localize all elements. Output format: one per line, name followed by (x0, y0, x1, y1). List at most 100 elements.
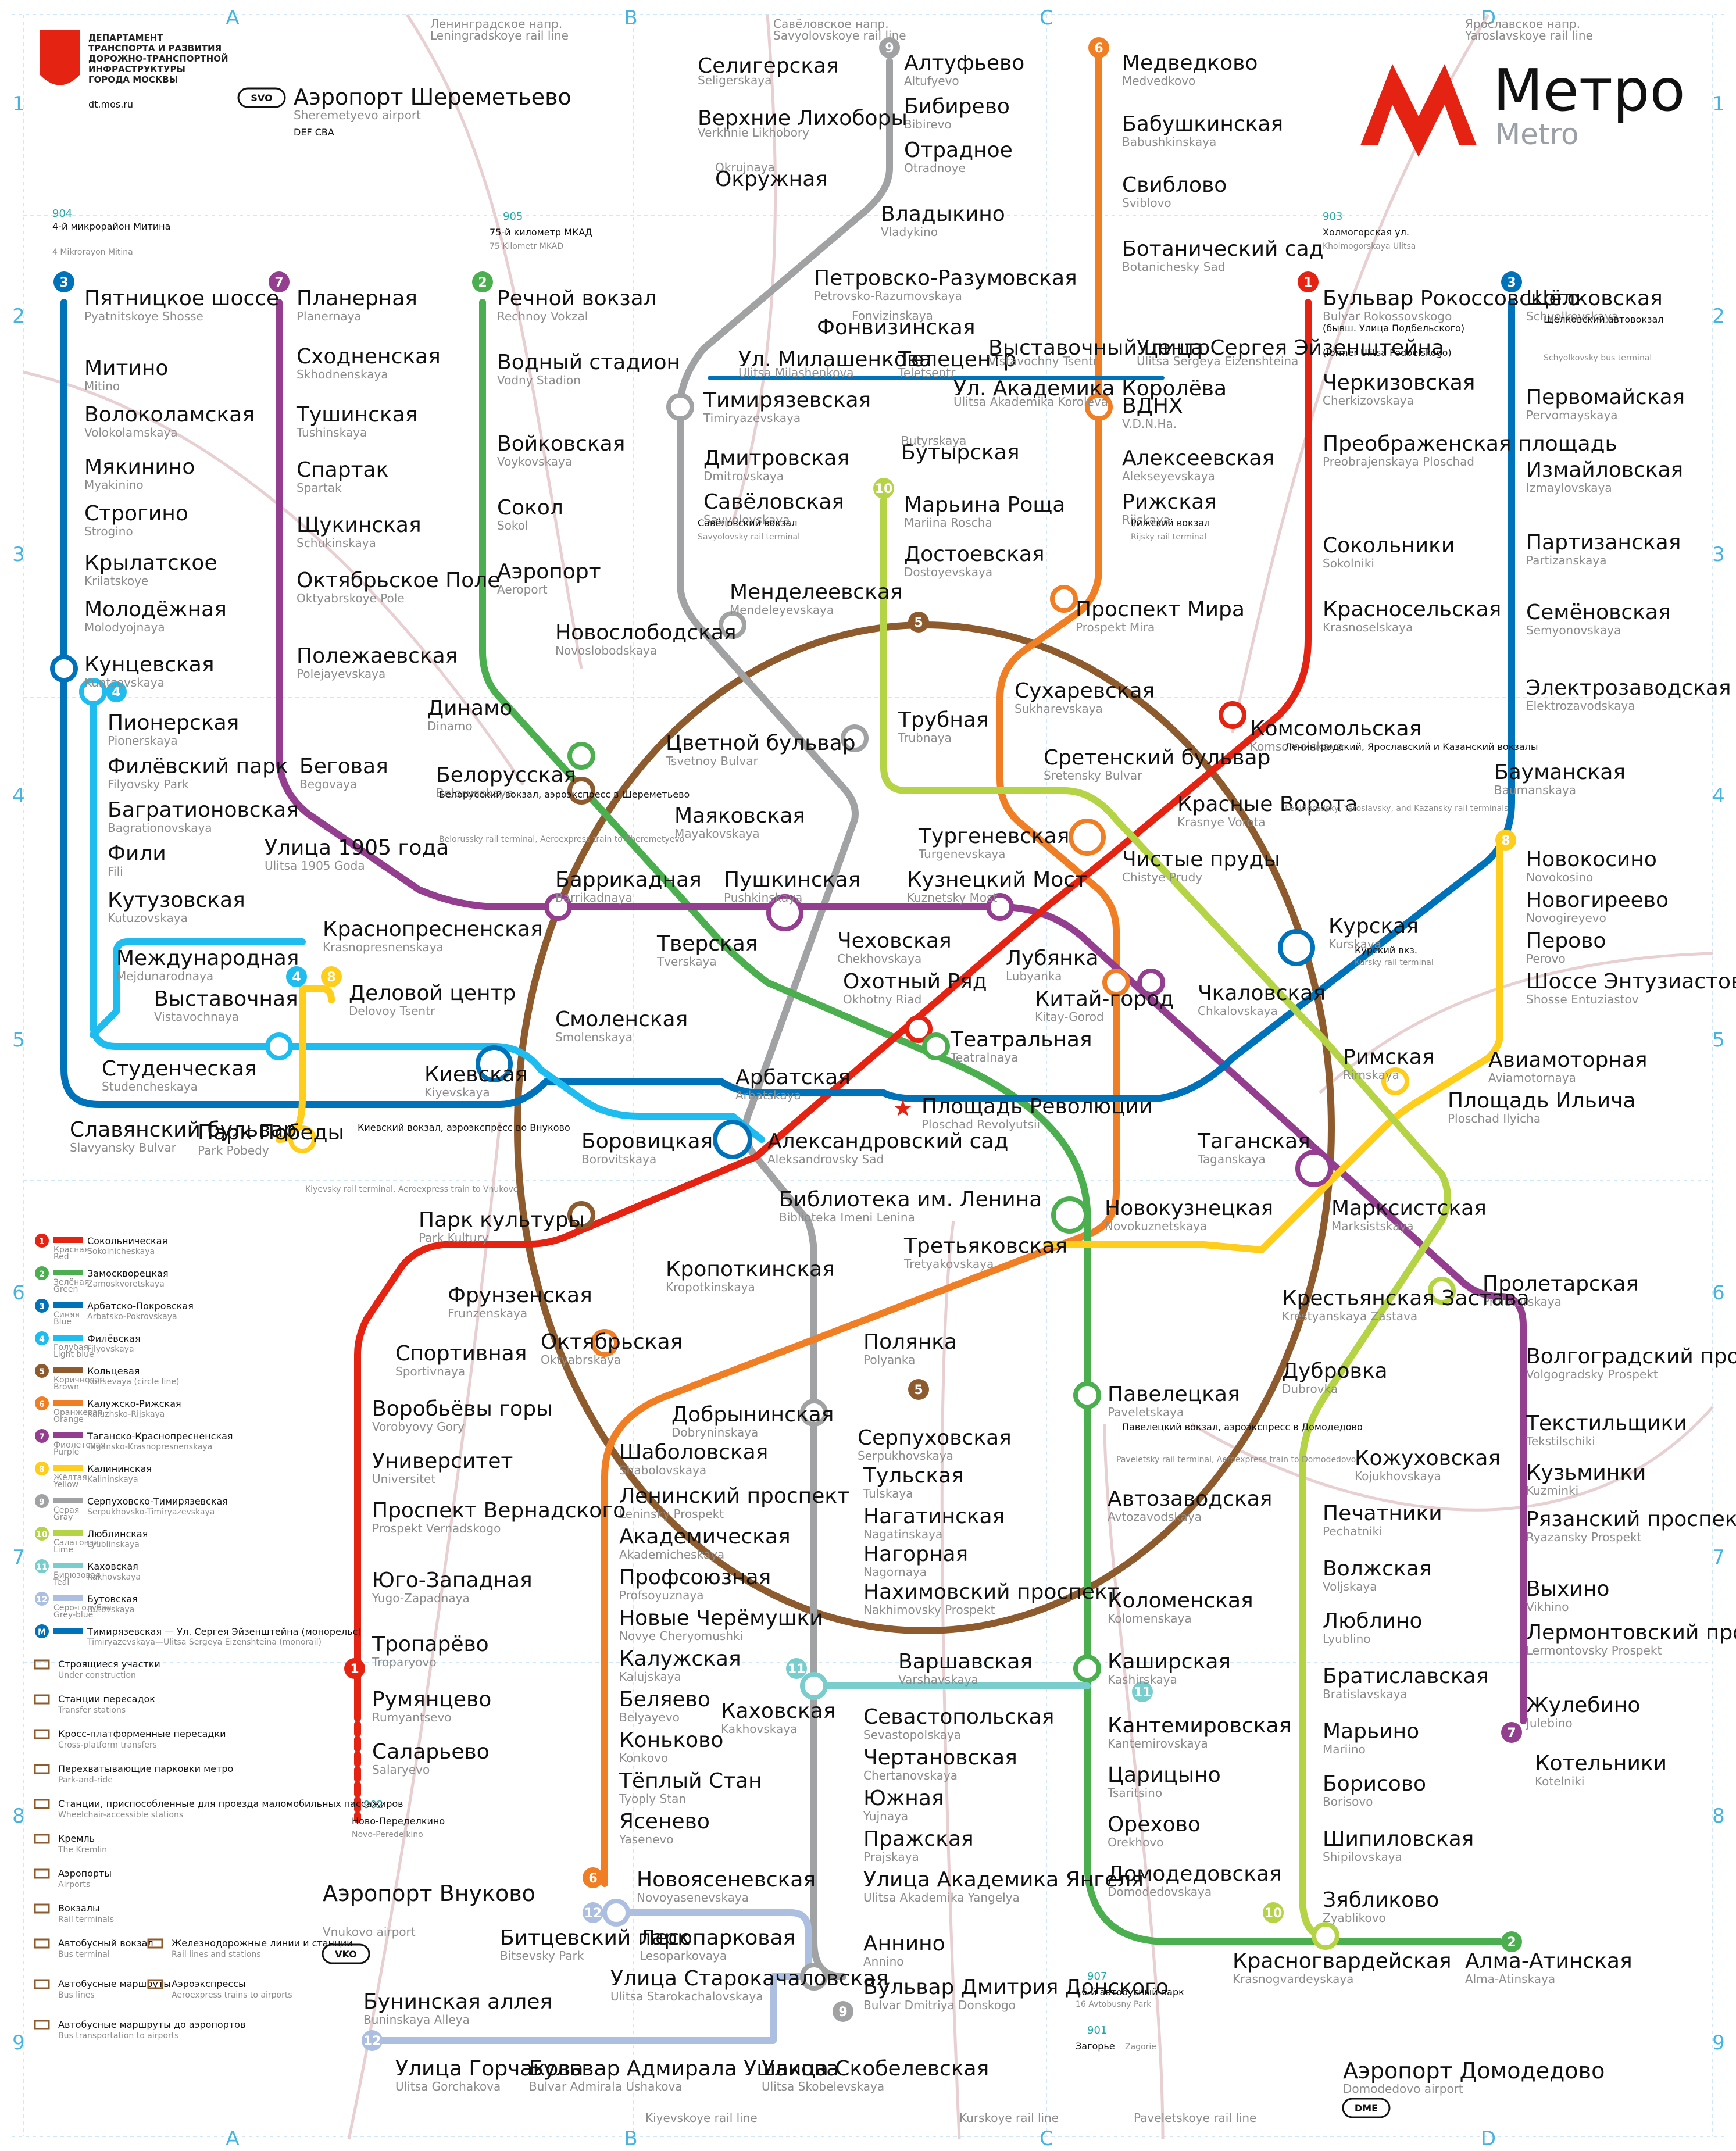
station-label: Битцевский парк (500, 1926, 690, 1950)
station-label: Борисово (1323, 1772, 1426, 1796)
bus-stop-tr: 75 Kilometr MKAD (490, 242, 563, 251)
station-label: Павелецкая (1108, 1382, 1240, 1406)
station-label-tr: Park Pobedy (198, 1144, 269, 1157)
station-label: Алма-Атинская (1465, 1949, 1633, 1973)
star-icon (34, 1834, 50, 1844)
parking-icon (34, 1764, 50, 1774)
station-label: Бульвар Рокоссовского (1323, 287, 1580, 310)
legend-line-swatch (53, 1367, 83, 1373)
legend-item-tr: Rail terminals (58, 1915, 114, 1924)
legend-item-tr: Under construction (58, 1671, 136, 1680)
terminal-note-tr: Paveletsky rail terminal, Aeroexpress tr… (1116, 1455, 1356, 1464)
station-label: Тимирязевская (703, 388, 871, 412)
kremlin-star-icon: ★ (892, 1095, 913, 1122)
legend-color-en: Brown (53, 1382, 79, 1392)
airport-svo-label: Аэропорт Шереметьево (294, 84, 571, 110)
station-label-tr: Ploschad Ilyicha (1448, 1112, 1541, 1125)
svg-text:10: 10 (1265, 1906, 1283, 1921)
station-label-tr: Slavyansky Bulvar (70, 1141, 177, 1155)
station-label-tr: Nagornaya (863, 1565, 927, 1579)
station-label: Тушинская (296, 403, 417, 427)
terminal-note: Щёлковский автовокзал (1544, 314, 1664, 325)
legend-line-num: 12 (36, 1595, 47, 1605)
grid-labels: A B C D A B C D 1 2 3 4 5 6 7 8 9 1 2 3 … (12, 6, 1725, 2150)
station-label-tr: Orekhovo (1108, 1835, 1163, 1849)
station-label: Калужская (619, 1647, 741, 1671)
station-label: Молодёжная (84, 598, 227, 621)
badge-4 (106, 681, 127, 702)
legend-line-num: 3 (39, 1302, 45, 1312)
bus-terminal-icon (34, 1938, 50, 1949)
station-label-tr: Aleksandrovsky Sad (767, 1152, 884, 1166)
station-label: Спортивная (395, 1342, 527, 1366)
legend-item: Аэроэкспрессы (172, 1978, 246, 1989)
line-9 (677, 58, 893, 1980)
bus-route-num: 905 (503, 210, 523, 223)
station-label: Киевская (424, 1063, 528, 1087)
station-label-tr: Profsoyuznaya (619, 1588, 703, 1602)
station-label-tr: Ulitsa Gorchakova (395, 2079, 501, 2093)
station-label: Беляево (619, 1688, 710, 1711)
station-label: Тёплый Стан (619, 1769, 762, 1793)
construction-station: Верхние Лихоборы (698, 106, 908, 130)
station-label-tr: Chkalovskaya (1198, 1004, 1278, 1018)
legend-line-tr: Kalininskaya (87, 1475, 138, 1484)
station-label-tr: Sevastopolskaya (863, 1728, 961, 1742)
station-label: Медведково (1122, 51, 1258, 75)
station-label: Кутузовская (108, 888, 245, 912)
legend-line-swatch (53, 1302, 83, 1308)
station-label: Ясенево (619, 1810, 710, 1834)
station-label: Алтуфьево (904, 51, 1024, 75)
station-label: Крестьянская Застава (1282, 1287, 1530, 1310)
station-label: ВДНХ (1122, 394, 1183, 418)
legend-line-swatch (53, 1563, 83, 1568)
station-label-tr: Volgogradsky Prospekt (1526, 1367, 1658, 1381)
station-label: Академическая (619, 1525, 791, 1549)
station-label-tr: Fili (108, 864, 123, 878)
station-label-tr: Rijskaya (1122, 513, 1170, 527)
badge-10 (873, 478, 894, 499)
station-label-tr: Sukharevskaya (1015, 702, 1103, 716)
station-label-tr: Nagatinskaya (863, 1527, 942, 1541)
construction-station-tr: Okrujnaya (715, 160, 775, 174)
legend-line-num: 9 (39, 1498, 45, 1507)
grid (12, 14, 1724, 2137)
bus-stop-label: Загорье (1076, 2041, 1115, 2052)
rail-dir-leningrad-en: Leningradskoye rail line (430, 28, 569, 42)
badge-2 (472, 271, 493, 292)
station-label-tr: Pervomayskaya (1526, 408, 1618, 422)
station-label: Воробьёвы горы (372, 1397, 552, 1421)
station-label-tr: Aeroport (497, 583, 548, 596)
station-label-tr: Krasnye Vorota (1177, 815, 1266, 829)
construction-station: Фонвизинская (817, 316, 976, 340)
station-label: Новогиреево (1526, 888, 1669, 912)
station-label: Нахимовский проспект (863, 1580, 1120, 1604)
legend-color-en: Purple (53, 1448, 79, 1457)
station-label: Сухаревская (1015, 679, 1155, 703)
station-label-tr: Schukinskaya (297, 536, 376, 550)
station-label-tr: Vorobyovy Gory (372, 1420, 465, 1434)
station-label: Спартак (297, 458, 388, 482)
grid-row-9-right: 9 (1712, 2031, 1725, 2054)
legend-item-tr: Aeroexpress trains to airports (172, 1991, 292, 2000)
station-label-tr: Annino (863, 1955, 904, 1968)
station-label-tr: Okhotny Riad (843, 992, 921, 1006)
station-label: Братиславская (1323, 1664, 1488, 1688)
station-label: Проспект Вернадского (372, 1499, 626, 1523)
station-label: Чертановская (863, 1746, 1017, 1770)
station-label-tr: Kashirskaya (1108, 1673, 1177, 1687)
dept-line-1: ДЕПАРТАМЕНТ (88, 33, 163, 43)
legend-color-name: Серо-голубая (53, 1603, 112, 1613)
station-label-tr: Bulvar Dmitriya Donskogo (863, 1998, 1016, 2012)
station-label-tr: Kotelniki (1535, 1774, 1584, 1788)
svg-text:8: 8 (327, 970, 335, 985)
legend-line-badge (35, 1331, 49, 1345)
grid-col-d-bottom: D (1481, 2127, 1496, 2150)
construction-station-tr: Seligerskaya (698, 73, 771, 87)
legend-item-tr: Rail lines and stations (172, 1950, 261, 1959)
station-label: Динамо (427, 696, 512, 720)
legend-item: Станции пересадок (58, 1693, 155, 1705)
legend-line-num: 10 (36, 1530, 48, 1539)
station-label: Арбатская (735, 1066, 851, 1089)
station-label-tr: Bitsevsky Park (500, 1949, 584, 1963)
